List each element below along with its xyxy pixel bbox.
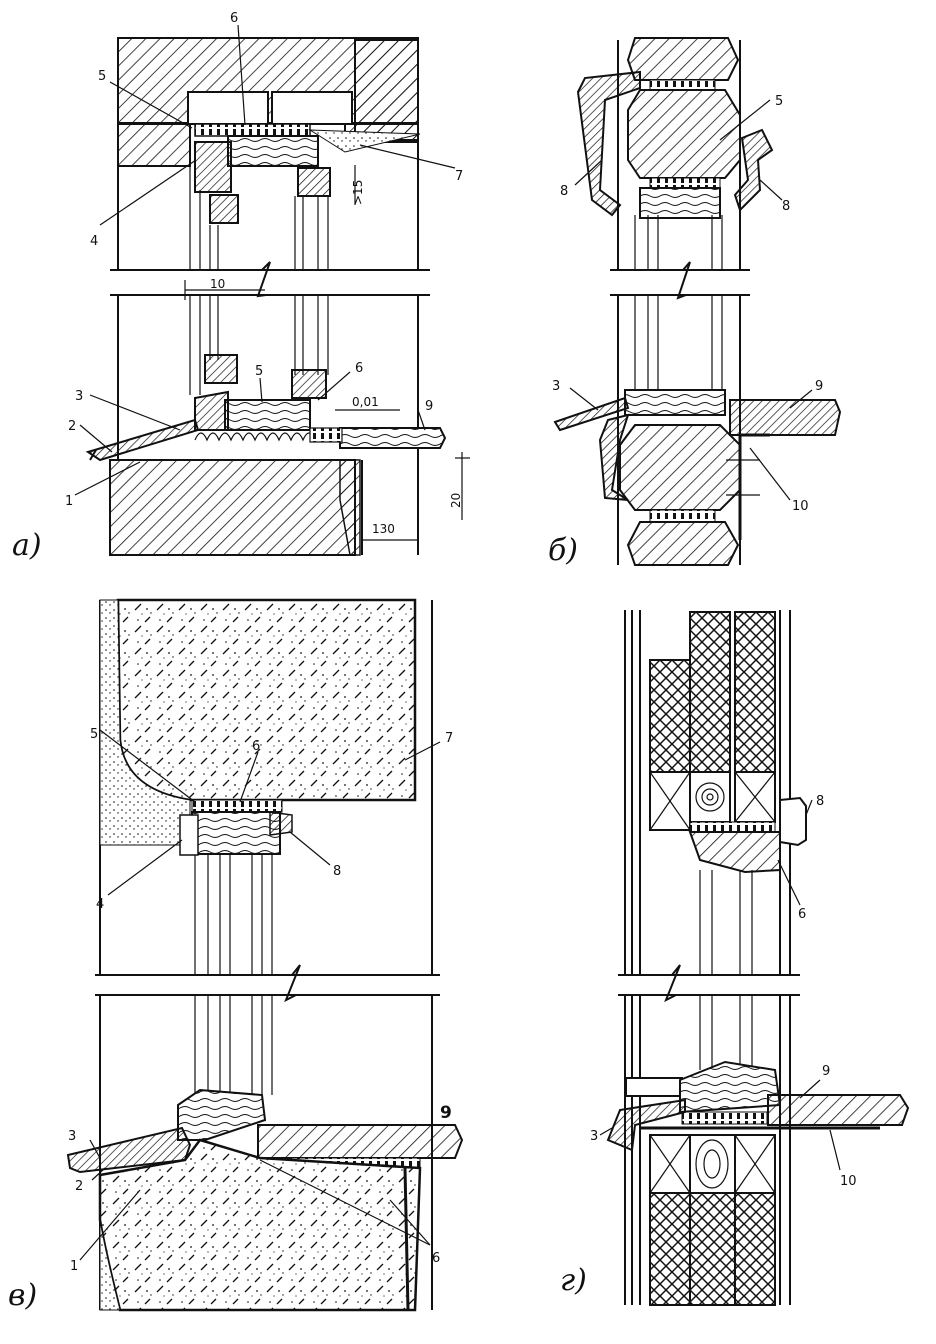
a-dim-slope: 0,01	[352, 395, 379, 409]
a-label-5-bottom: 5	[255, 364, 263, 379]
a-dim-gap15: >15	[351, 180, 365, 205]
a-dim-20: 20	[449, 493, 463, 508]
a-label-4: 4	[90, 234, 98, 249]
b-label-9: 9	[815, 379, 823, 394]
caption-v: в)	[8, 1278, 37, 1313]
a-label-5-top: 5	[98, 69, 106, 84]
panel-a	[74, 24, 470, 556]
v-label-5: 5	[90, 727, 98, 742]
panel-v	[66, 598, 464, 1312]
a-dim-130: 130	[372, 522, 395, 536]
a-label-3: 3	[75, 389, 83, 404]
g-label-9: 9	[822, 1064, 830, 1079]
a-label-9: 9	[425, 399, 433, 414]
v-label-1: 1	[70, 1259, 78, 1274]
a-label-1: 1	[65, 494, 73, 509]
g-label-6: 6	[798, 907, 806, 922]
v-label-6-top: 6	[252, 739, 260, 754]
caption-b: б)	[548, 533, 578, 568]
v-label-2: 2	[75, 1179, 83, 1194]
caption-g: г)	[560, 1263, 587, 1298]
v-label-7: 7	[445, 731, 453, 746]
panel-g	[599, 610, 910, 1306]
a-label-6-top: 6	[230, 11, 238, 26]
b-label-8-right: 8	[782, 199, 790, 214]
g-label-3: 3	[590, 1129, 598, 1144]
a-label-2: 2	[68, 419, 76, 434]
a-label-7: 7	[455, 169, 463, 184]
v-label-8: 8	[333, 864, 341, 879]
b-label-8-left: 8	[560, 184, 568, 199]
g-label-8: 8	[816, 794, 824, 809]
v-label-9: 9	[440, 1103, 452, 1123]
v-label-4: 4	[96, 897, 104, 912]
g-label-10: 10	[840, 1174, 857, 1189]
a-label-6-bottom: 6	[355, 361, 363, 376]
v-label-3: 3	[68, 1129, 76, 1144]
b-label-3: 3	[552, 379, 560, 394]
caption-a: а)	[12, 528, 42, 563]
panel-b	[553, 37, 842, 566]
b-label-10: 10	[792, 499, 809, 514]
b-label-5: 5	[775, 94, 783, 109]
v-label-6-bottom: 6	[432, 1251, 440, 1266]
a-dim-10: 10	[210, 277, 225, 291]
